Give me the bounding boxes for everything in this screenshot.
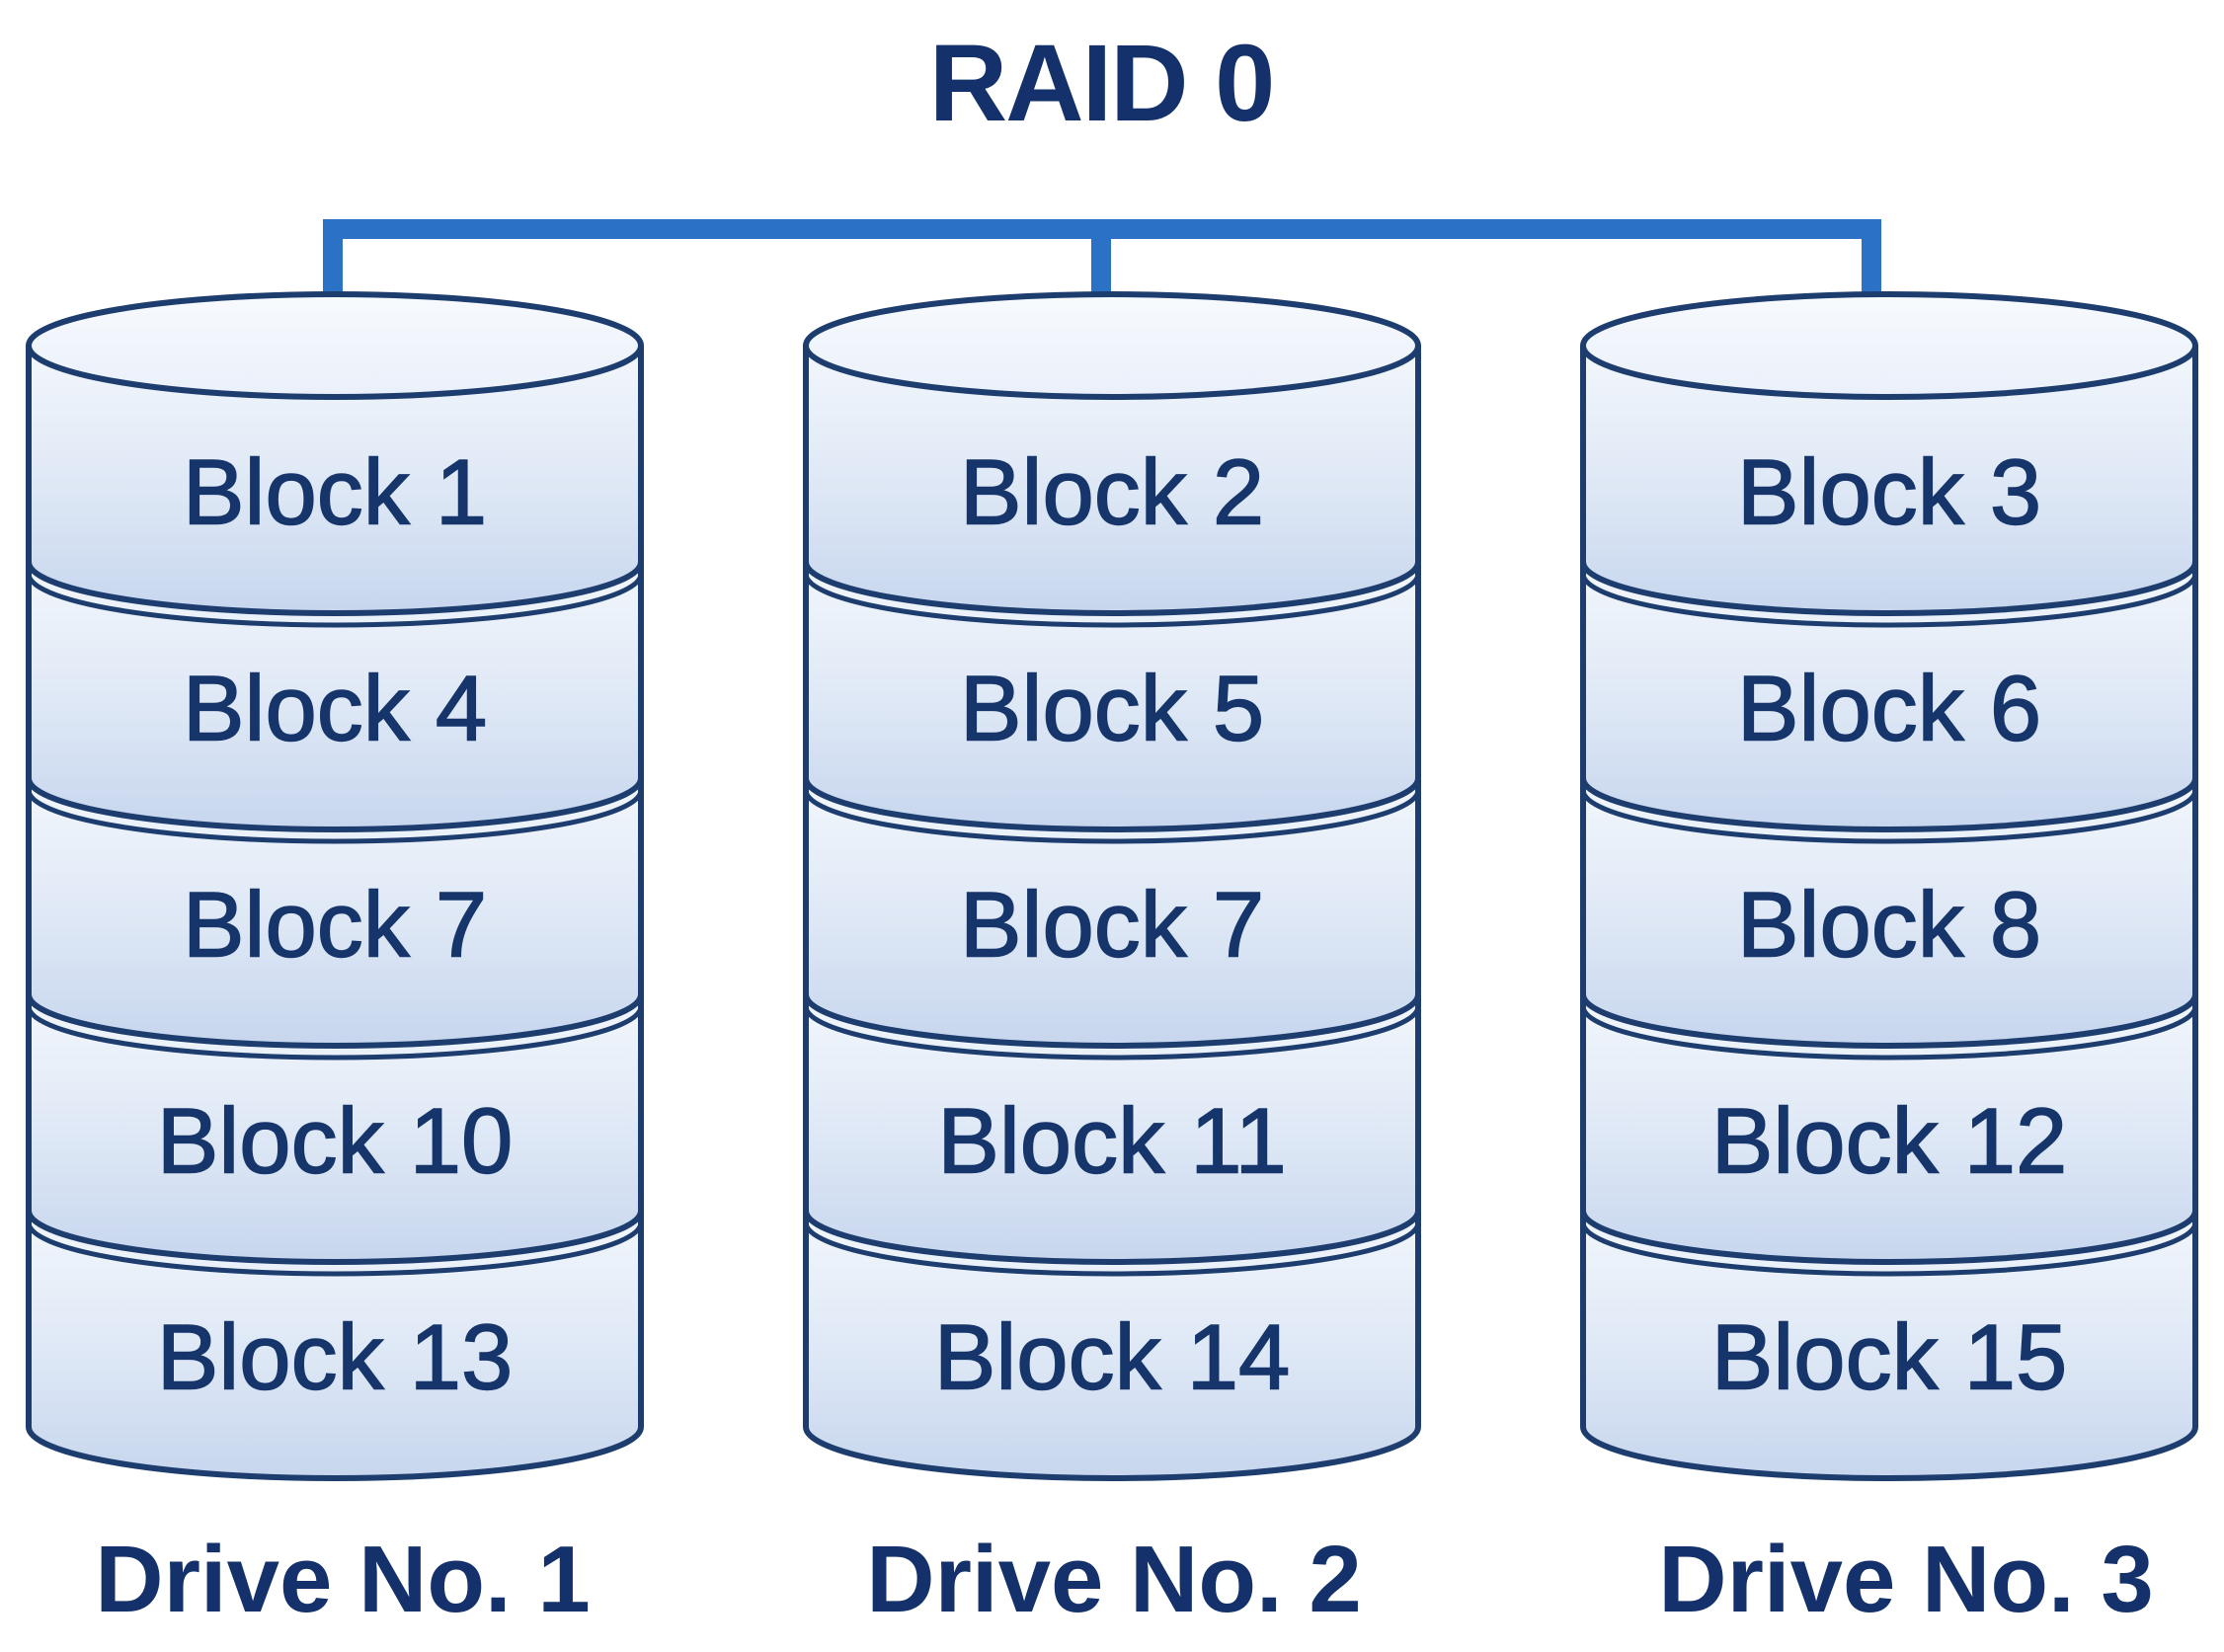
block-label: Block 2: [960, 440, 1264, 544]
segment-separator-line: [1580, 1005, 2198, 1061]
block-label: Block 11: [937, 1089, 1287, 1193]
block-segment: [29, 994, 641, 1262]
segment-separator-line: [803, 1005, 1421, 1061]
segment-separator-line: [803, 573, 1421, 628]
block-segment: [1583, 346, 2195, 613]
segment-separator-line: [26, 573, 644, 628]
block-label: Block 10: [157, 1089, 514, 1193]
segment-separator-line: [26, 993, 644, 1049]
cylinder-top-ellipse: [1580, 291, 2198, 400]
block-label: Block 4: [183, 657, 487, 760]
cylinder-top-ellipse: [803, 291, 1421, 400]
segment-separator-line: [26, 789, 644, 844]
drive-label-2: Drive No. 2: [866, 1527, 1362, 1632]
block-segment: [1583, 994, 2195, 1262]
cylinder-top-ellipse: [26, 291, 644, 400]
segment-separator-line: [803, 561, 1421, 616]
block-segment: [1583, 562, 2195, 829]
segment-separator-line: [1580, 1221, 2198, 1277]
block-segment: [806, 994, 1418, 1262]
segment-separator-line: [26, 1221, 644, 1277]
drive-cylinder-3: Block 3 Block 6 Block 8 Block 12 Block 1…: [1580, 291, 2198, 1481]
block-segment: [806, 346, 1418, 613]
segment-separator-line: [803, 1221, 1421, 1277]
cylinder-outline: [803, 343, 1421, 1481]
segment-separator-line: [1580, 561, 2198, 616]
segment-separator-line: [1580, 1210, 2198, 1265]
block-segment: [806, 562, 1418, 829]
drive-label-1: Drive No. 1: [95, 1527, 591, 1632]
segment-separator-line: [1580, 573, 2198, 628]
drive-cylinder-1: Block 1 Block 4 Block 7 Block 10 Block 1…: [26, 291, 644, 1481]
block-label: Block 14: [934, 1305, 1291, 1409]
cylinder-outline: [1580, 343, 2198, 1481]
drive-label-3: Drive No. 3: [1658, 1527, 2154, 1632]
block-label: Block 6: [1737, 657, 2041, 760]
segment-separator-line: [26, 1210, 644, 1265]
cylinder-outline: [26, 343, 644, 1481]
block-label: Block 3: [1737, 440, 2041, 544]
segment-separator-line: [1580, 789, 2198, 844]
block-segment: [29, 346, 641, 613]
segment-separator-line: [1580, 777, 2198, 832]
block-label: Block 12: [1711, 1089, 2068, 1193]
block-label: Block 5: [960, 657, 1264, 760]
segment-separator-line: [803, 777, 1421, 832]
block-label: Block 7: [183, 873, 487, 977]
block-segment: [29, 562, 641, 829]
block-label: Block 8: [1737, 873, 2041, 977]
block-label: Block 13: [157, 1305, 514, 1409]
block-segment: [806, 1211, 1418, 1478]
diagram-title: RAID 0: [928, 23, 1276, 144]
block-label: Block 1: [183, 440, 487, 544]
drive-cylinder-2: Block 2 Block 5 Block 7 Block 11 Block 1…: [803, 291, 1421, 1481]
block-segment: [29, 778, 641, 1046]
block-segment: [29, 1211, 641, 1478]
block-segment: [1583, 778, 2195, 1046]
segment-separator-line: [26, 561, 644, 616]
segment-separator-line: [803, 1210, 1421, 1265]
block-label: Block 15: [1711, 1305, 2068, 1409]
raid-bus-line: [323, 219, 1881, 239]
segment-separator-line: [803, 993, 1421, 1049]
segment-separator-line: [26, 1005, 644, 1061]
block-label: Block 7: [960, 873, 1264, 977]
segment-separator-line: [1580, 993, 2198, 1049]
segment-separator-line: [803, 789, 1421, 844]
block-segment: [1583, 1211, 2195, 1478]
segment-separator-line: [26, 777, 644, 832]
block-segment: [806, 778, 1418, 1046]
